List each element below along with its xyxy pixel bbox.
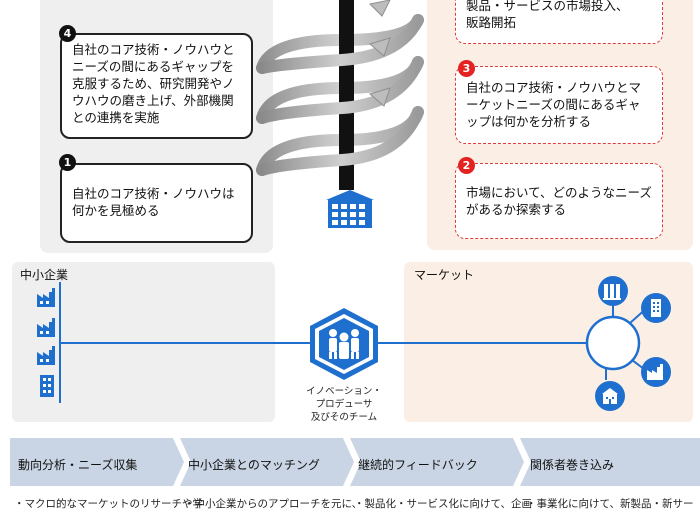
office-building-icon — [326, 190, 374, 228]
factory-icon — [641, 357, 671, 387]
team-label: イノベーション・ プロデューサ 及びそのチーム — [306, 386, 382, 423]
left-step-4-badge: 4 — [59, 25, 76, 42]
right-step-2-box: 市場において、どのようなニーズがあるか探索する — [455, 163, 663, 239]
archive-icon — [598, 276, 628, 306]
phase-chevron-1 — [10, 438, 184, 486]
central-pillar — [339, 0, 354, 190]
phase-chevron-2 — [180, 438, 354, 486]
hospital-icon — [595, 381, 625, 411]
right-step-2-text: 市場において、どのようなニーズがあるか探索する — [466, 185, 652, 217]
right-step-3-badge: 3 — [458, 60, 475, 77]
right-step-2-badge: 2 — [458, 157, 475, 174]
phase-chevron-4 — [520, 438, 700, 486]
right-step-top-box: 製品・サービスの市場投入、 販路開拓 — [455, 0, 663, 44]
market-section-label: マーケット — [414, 268, 475, 282]
left-step-4-box: 自社のコア技術・ノウハウとニーズの間にあるギャップを克服するため、研究開発やノウ… — [60, 33, 253, 139]
phase-1-bullet: ・マクロ的なマーケットのリサーチや学 — [14, 498, 203, 510]
right-step-top-line2: 販路開拓 — [466, 15, 517, 30]
phase-3-bullet: ・製品化・サービス化に向けて、企画 — [354, 498, 532, 510]
market-hub — [585, 315, 641, 371]
sme-section-label: 中小企業 — [20, 268, 69, 282]
phase-4-label: 関係者巻き込み — [530, 458, 615, 472]
left-step-1-text: 自社のコア技術・ノウハウは何かを見極める — [72, 186, 235, 218]
team-icon — [310, 308, 378, 380]
left-step-1-badge: 1 — [59, 154, 76, 171]
right-step-top-line1: 製品・サービスの市場投入、 — [466, 0, 629, 13]
right-step-3-box: 自社のコア技術・ノウハウとマーケットニーズの間にあるギャップは何かを分析する — [455, 66, 663, 144]
left-step-4-text: 自社のコア技術・ノウハウとニーズの間にあるギャップを克服するため、研究開発やノウ… — [72, 42, 235, 125]
right-step-3-text: 自社のコア技術・ノウハウとマーケットニーズの間にあるギャップは何かを分析する — [466, 80, 642, 129]
phase-2-label: 中小企業とのマッチング — [188, 458, 320, 472]
factory-icon — [37, 288, 55, 307]
factory-icon — [37, 346, 55, 365]
factory-icon — [37, 318, 55, 337]
office-building-icon — [40, 375, 54, 397]
phase-4-bullet: ・事業化に向けて、新製品・新サー — [526, 498, 694, 510]
left-step-1-box: 自社のコア技術・ノウハウは何かを見極める — [60, 163, 253, 243]
phase-3-label: 継続的フィードバック — [358, 458, 478, 472]
phase-1-label: 動向分析・ニーズ収集 — [18, 458, 138, 472]
phase-chevron-3 — [350, 438, 524, 486]
spiral-arrows-diagram — [256, 0, 424, 190]
office-building-icon — [641, 293, 671, 323]
phase-chevrons — [10, 438, 700, 486]
phase-2-bullet: ・中小企業からのアプローチを元に、 — [184, 498, 363, 510]
